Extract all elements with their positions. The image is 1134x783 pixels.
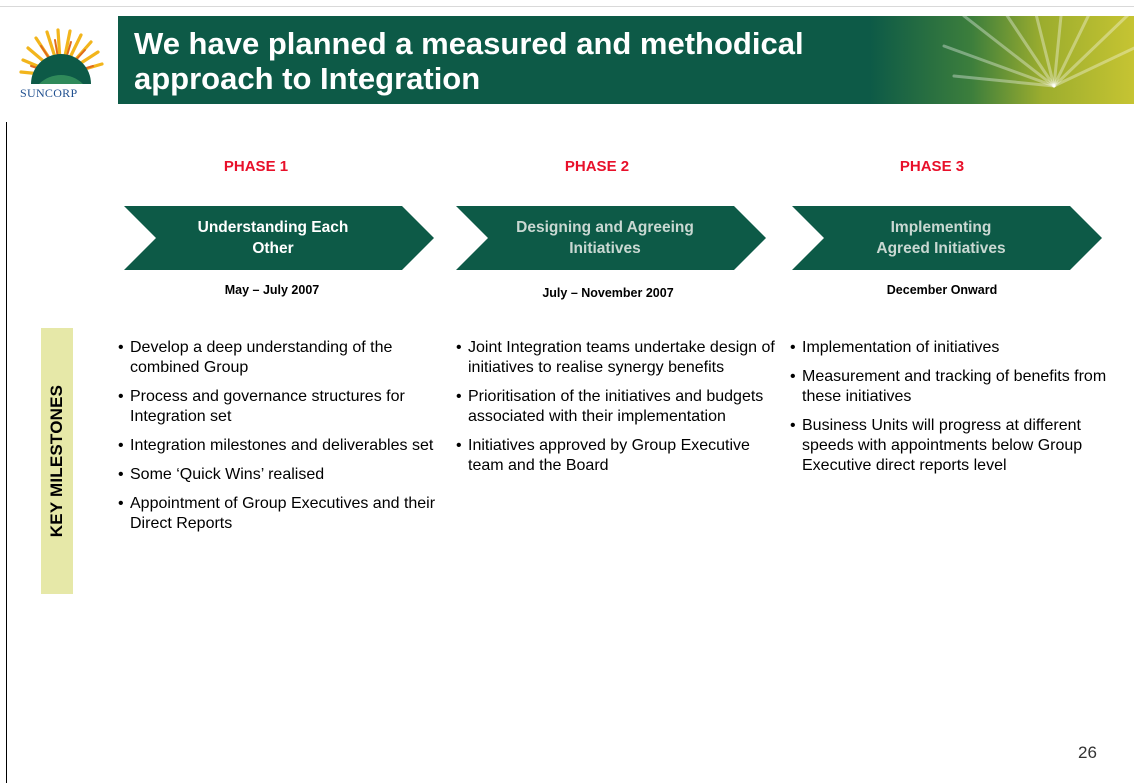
- phase-3-title: PHASE 3: [899, 158, 965, 175]
- page-number: 26: [1078, 743, 1097, 762]
- phase-1-date: May – July 2007: [224, 283, 320, 297]
- phase-2-title: PHASE 2: [564, 158, 630, 175]
- list-item: Develop a deep understanding of the comb…: [118, 338, 448, 378]
- page-title: We have planned a measured and methodica…: [134, 26, 914, 96]
- phase-3-bullet-list: Implementation of initiatives Measuremen…: [790, 338, 1110, 485]
- list-item: Implementation of initiatives: [790, 338, 1110, 358]
- chevron-arrow-shape: [792, 206, 1102, 270]
- list-item: Integration milestones and deliverables …: [118, 436, 448, 456]
- list-item: Prioritisation of the initiatives and bu…: [456, 387, 776, 427]
- list-item: Business Units will progress at differen…: [790, 416, 1110, 476]
- phase-1-chevron-line-1: Understanding Each: [197, 219, 349, 236]
- list-item: Initiatives approved by Group Executive …: [456, 436, 776, 476]
- phase-3-date: December Onward: [886, 283, 998, 297]
- phase-3-chevron-line-2: Agreed Initiatives: [876, 240, 1006, 257]
- page-title-line-2: approach to Integration: [134, 61, 481, 96]
- key-milestones-box: [41, 328, 73, 594]
- list-item: Joint Integration teams undertake design…: [456, 338, 776, 378]
- phase-2-bullet-list: Joint Integration teams undertake design…: [456, 338, 776, 485]
- phase-1-title: PHASE 1: [223, 158, 289, 175]
- phase-3-chevron-line-1: Implementing: [890, 219, 992, 236]
- chevron-arrow-shape: [456, 206, 766, 270]
- phase-2-date: July – November 2007: [542, 286, 674, 300]
- left-margin-rule: [6, 122, 7, 783]
- list-item: Some ‘Quick Wins’ realised: [118, 465, 448, 485]
- header-top-rule: [0, 6, 1134, 7]
- chevron-arrow-shape: [124, 206, 434, 270]
- phase-1-chevron-line-2: Other: [252, 240, 294, 257]
- logo-text: SUNCORP: [20, 86, 78, 100]
- sun-icon: [19, 28, 104, 84]
- phase-2-chevron-line-1: Designing and Agreeing: [516, 219, 694, 236]
- list-item: Measurement and tracking of benefits fro…: [790, 367, 1110, 407]
- phase-2-chevron-line-2: Initiatives: [569, 240, 641, 257]
- list-item: Process and governance structures for In…: [118, 387, 448, 427]
- key-milestones-label: KEY MILESTONES: [47, 384, 66, 538]
- sunburst-decoration: [942, 16, 1134, 88]
- suncorp-logo: SUNCORP: [14, 14, 108, 106]
- phase-1-bullet-list: Develop a deep understanding of the comb…: [118, 338, 448, 543]
- list-item: Appointment of Group Executives and thei…: [118, 494, 448, 534]
- title-banner: We have planned a measured and methodica…: [118, 16, 1134, 104]
- page-title-line-1: We have planned a measured and methodica…: [134, 26, 804, 61]
